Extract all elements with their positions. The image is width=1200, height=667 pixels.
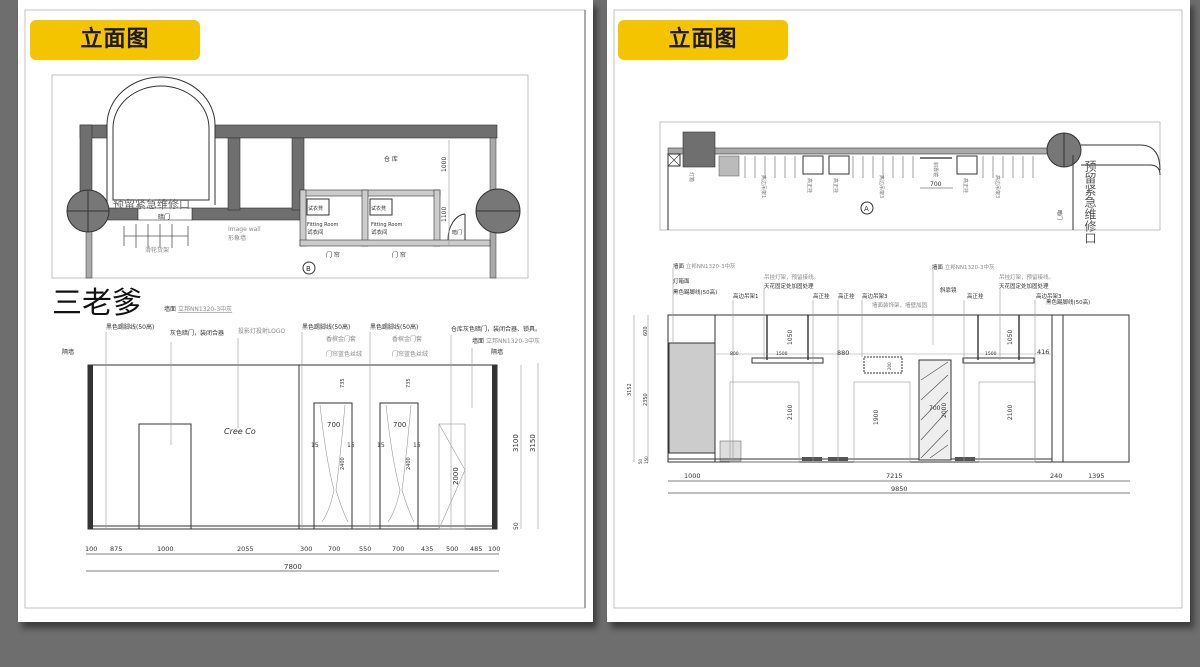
right-title-badge: 立面图 — [618, 20, 788, 60]
right-sheet — [607, 0, 1190, 622]
left-sheet — [18, 0, 593, 622]
left-title-badge: 立面图 — [30, 20, 200, 60]
